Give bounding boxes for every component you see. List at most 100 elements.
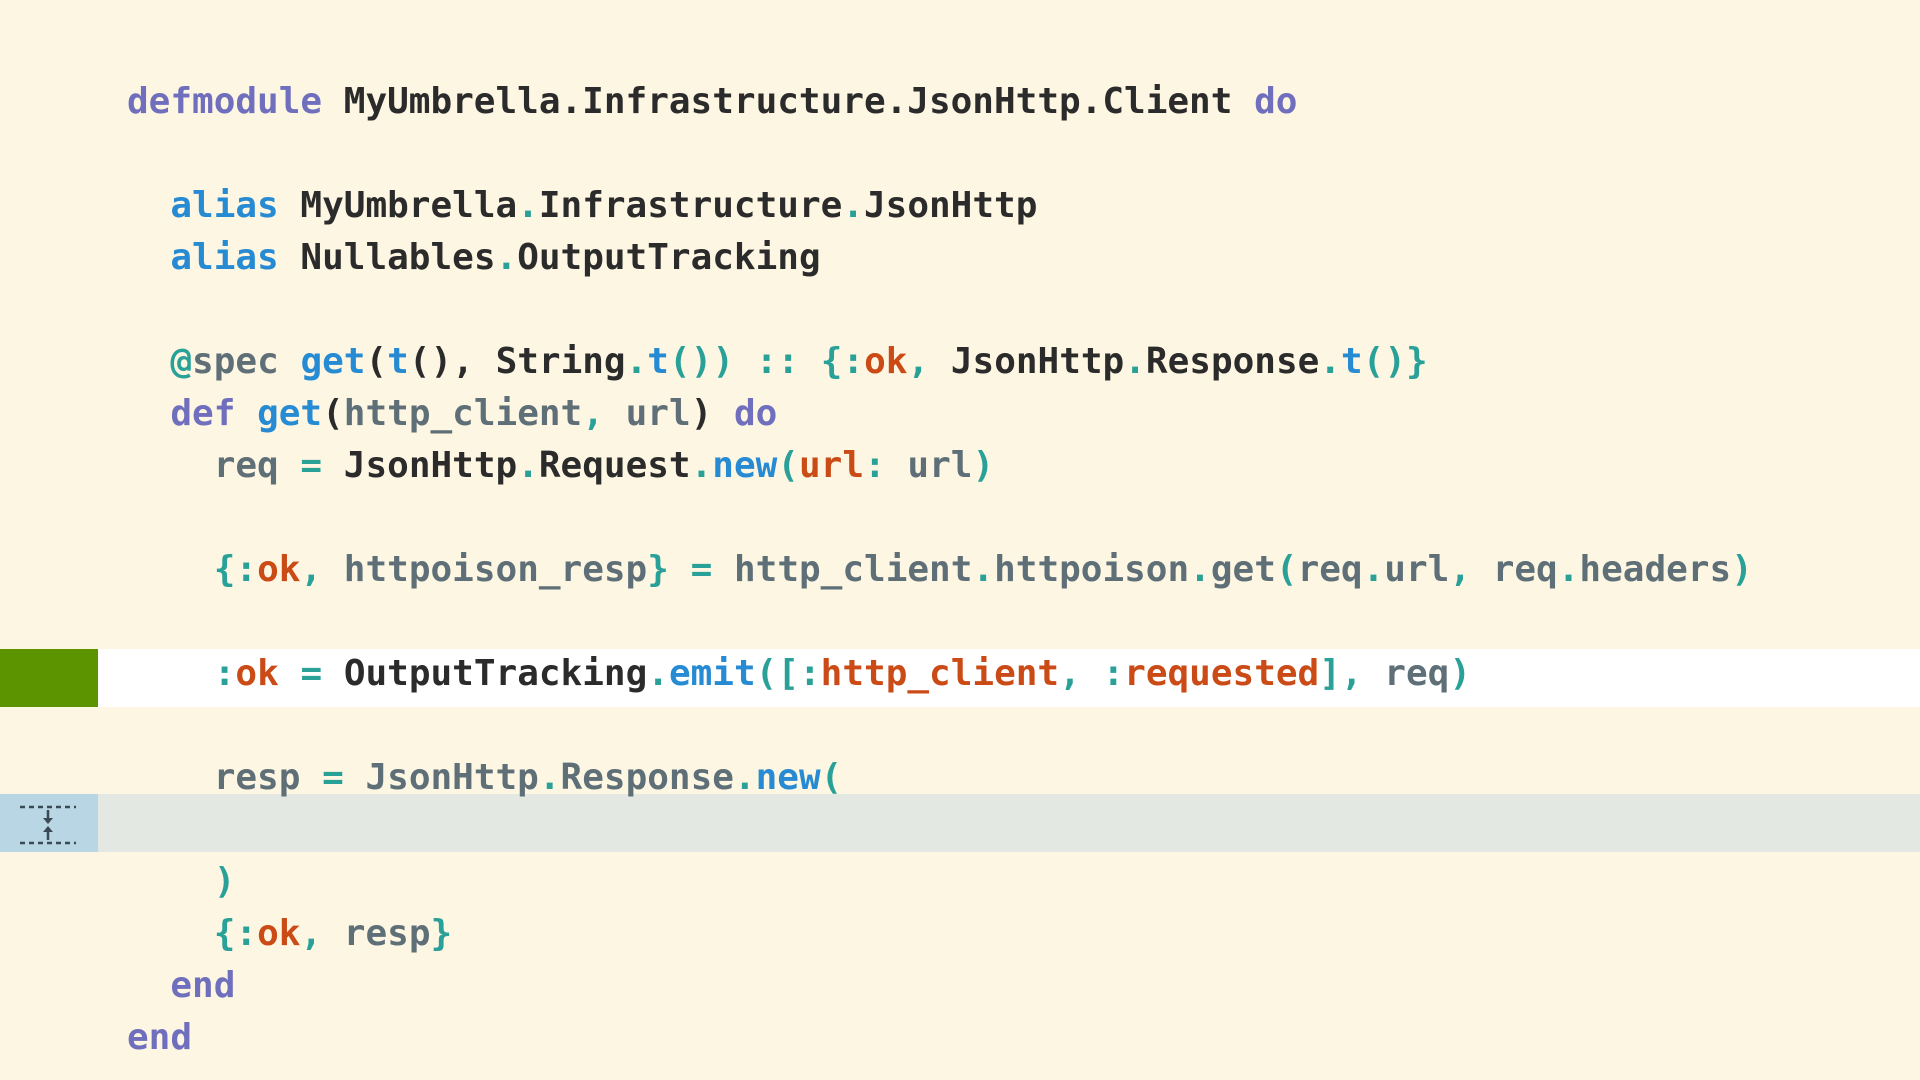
expand-collapsed-icon[interactable]	[0, 794, 98, 852]
code-token: .	[538, 757, 561, 798]
code-token: ,	[907, 341, 930, 382]
code-token: Infrastructure	[538, 185, 843, 226]
code-token: =	[690, 549, 713, 590]
code-token: ,	[582, 393, 604, 434]
code-token	[734, 341, 756, 382]
code-line-text: :ok = OutputTracking.emit([:http_client,…	[127, 648, 1471, 700]
code-line-text: @spec get(t(), String.t()) :: {:ok, Json…	[127, 336, 1427, 388]
code-token: =	[300, 445, 323, 486]
code-line[interactable]: :ok = OutputTracking.emit([:http_client,…	[0, 648, 1920, 700]
code-token	[322, 445, 344, 486]
code-line[interactable]: )	[0, 856, 1920, 908]
code-token: .	[1189, 549, 1211, 590]
code-token: url	[907, 445, 973, 486]
code-token: headers	[1579, 549, 1732, 590]
code-line[interactable]	[0, 284, 1920, 336]
code-line[interactable]	[0, 492, 1920, 544]
code-token: .	[842, 185, 864, 226]
code-line[interactable]: end	[0, 1012, 1920, 1064]
code-token	[712, 393, 734, 434]
code-token: ())	[668, 341, 735, 382]
code-token: req	[1297, 549, 1363, 590]
code-line[interactable]: end	[0, 960, 1920, 1012]
code-token	[886, 445, 908, 486]
code-line[interactable]	[0, 804, 1920, 856]
code-line-text: resp = JsonHttp.Response.new(	[127, 752, 843, 804]
code-token: .	[625, 341, 648, 382]
code-token	[322, 653, 344, 694]
code-token: (	[365, 341, 388, 382]
fold-marker[interactable]	[0, 794, 98, 852]
code-line-text: alias Nullables.OutputTracking	[127, 232, 820, 284]
code-token	[1232, 81, 1254, 122]
code-token: )	[690, 393, 713, 434]
code-token: .	[517, 445, 539, 486]
code-token: url	[625, 393, 691, 434]
code-token	[127, 653, 214, 694]
code-line[interactable]: defmodule MyUmbrella.Infrastructure.Json…	[0, 76, 1920, 128]
collapsed-region-band[interactable]	[98, 794, 1920, 852]
code-line[interactable]	[0, 700, 1920, 752]
code-token	[127, 237, 170, 278]
code-token: alias	[170, 237, 279, 278]
code-token	[1471, 549, 1493, 590]
code-token	[235, 393, 257, 434]
code-token: String	[495, 341, 626, 382]
code-token: ok	[864, 341, 908, 382]
code-token	[127, 549, 214, 590]
code-line[interactable]: req = JsonHttp.Request.new(url: url)	[0, 440, 1920, 492]
code-token: :	[1102, 653, 1125, 694]
code-token	[1363, 653, 1385, 694]
code-token: OutputTracking	[343, 653, 648, 694]
added-line-marker[interactable]	[0, 649, 98, 707]
code-token	[712, 549, 734, 590]
code-token: )	[1449, 653, 1471, 694]
code-token: .	[517, 185, 539, 226]
code-token: :	[864, 445, 886, 486]
code-line-text: alias MyUmbrella.Infrastructure.JsonHttp	[127, 180, 1037, 232]
code-token: t	[647, 341, 669, 382]
code-token: :	[213, 653, 236, 694]
code-line[interactable]	[0, 596, 1920, 648]
code-token: ,	[1449, 549, 1472, 590]
code-token: JsonHttp	[950, 341, 1125, 382]
code-token: url	[799, 445, 865, 486]
code-token	[127, 341, 170, 382]
code-token	[279, 237, 301, 278]
code-line[interactable]: {:ok, httpoison_resp} = http_client.http…	[0, 544, 1920, 596]
code-token	[279, 341, 301, 382]
highlighted-line-band	[98, 649, 1920, 707]
code-token: ,	[300, 549, 323, 590]
code-token: Response	[1145, 341, 1320, 382]
code-token: JsonHttp	[343, 445, 518, 486]
code-token	[322, 549, 344, 590]
code-line[interactable]	[0, 128, 1920, 180]
code-token	[799, 341, 821, 382]
code-token: JsonHttp	[863, 185, 1038, 226]
code-token: new	[712, 445, 778, 486]
code-token: {:	[213, 913, 258, 954]
code-token: .	[972, 549, 995, 590]
code-token: MyUmbrella	[300, 185, 518, 226]
code-token	[127, 965, 170, 1006]
code-token: }	[647, 549, 669, 590]
code-token: {:	[213, 549, 258, 590]
code-token: http_client	[733, 549, 973, 590]
code-token: req	[213, 445, 279, 486]
code-token	[279, 185, 301, 226]
code-token: req	[1384, 653, 1450, 694]
code-line[interactable]: @spec get(t(), String.t()) :: {:ok, Json…	[0, 336, 1920, 388]
code-line[interactable]: resp = JsonHttp.Response.new(	[0, 752, 1920, 804]
code-token: ,	[1059, 653, 1081, 694]
code-token	[322, 913, 344, 954]
code-line[interactable]: alias MyUmbrella.Infrastructure.JsonHttp	[0, 180, 1920, 232]
code-line[interactable]: def get(http_client, url) do	[0, 388, 1920, 440]
code-token	[669, 549, 691, 590]
code-token	[127, 913, 214, 954]
code-token	[127, 393, 170, 434]
code-token: (	[777, 445, 799, 486]
code-line[interactable]: {:ok, resp}	[0, 908, 1920, 960]
code-line[interactable]: alias Nullables.OutputTracking	[0, 232, 1920, 284]
code-token: Response	[560, 757, 734, 798]
